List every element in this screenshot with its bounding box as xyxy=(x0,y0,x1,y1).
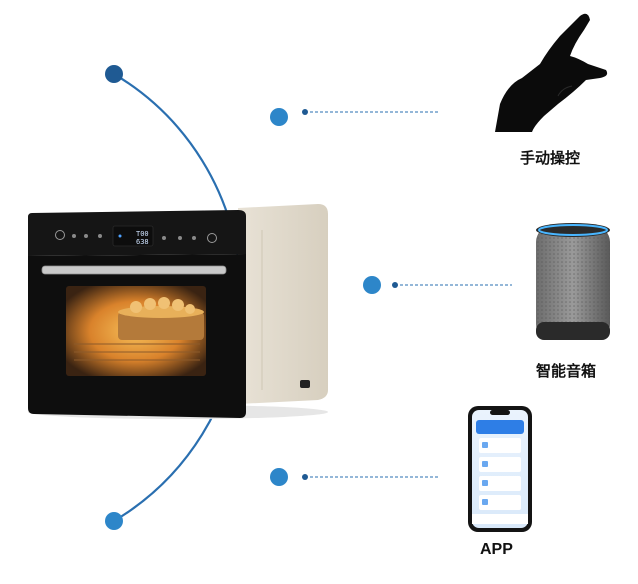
connector-hand xyxy=(302,109,440,115)
label-hand-control: 手动操控 xyxy=(520,149,581,167)
arc-endpoint-bottom xyxy=(105,512,123,530)
label-app: APP xyxy=(480,541,513,558)
hand-gesture-icon xyxy=(495,13,608,132)
oven-illustration: T00 638 xyxy=(28,204,328,419)
oven-display-top: T00 xyxy=(136,230,149,238)
arc-endpoint-top xyxy=(105,65,123,83)
arc-node-app xyxy=(270,468,288,486)
connector-app xyxy=(302,474,440,480)
connector-speaker xyxy=(392,282,512,288)
smartphone-app-icon xyxy=(468,406,532,532)
oven-display-bottom: 638 xyxy=(136,238,149,246)
arc-node-hand xyxy=(270,108,288,126)
smart-speaker-icon xyxy=(536,223,610,340)
arc-node-speaker xyxy=(363,276,381,294)
label-smart-speaker: 智能音箱 xyxy=(536,362,597,380)
